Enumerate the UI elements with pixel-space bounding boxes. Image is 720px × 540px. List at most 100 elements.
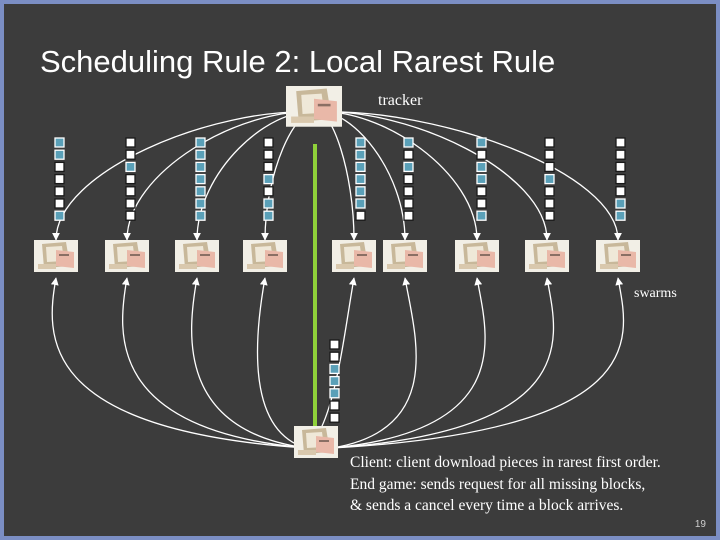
peer-block [125, 198, 136, 209]
peer-block [54, 161, 65, 173]
peer-block [403, 186, 414, 197]
client-block [329, 388, 340, 399]
client-computer-icon [294, 426, 338, 458]
tracker-label: tracker [378, 92, 423, 109]
peer-block [615, 210, 626, 221]
peer-computer-icon [332, 240, 376, 272]
tracker-to-peer-arrow [315, 111, 551, 241]
peer-block [544, 173, 555, 185]
page-number: 19 [694, 519, 706, 530]
client-to-peer-arrow [256, 277, 307, 449]
tracker-to-peer-arrow [315, 111, 358, 241]
peer-block [125, 186, 136, 197]
client-block [329, 363, 340, 375]
peer-block [195, 137, 206, 148]
tracker-to-peer-arrow [52, 111, 317, 241]
client-block [329, 412, 340, 423]
peer-block [355, 173, 366, 185]
peer-block [476, 149, 487, 160]
peer-block [544, 198, 555, 209]
peer-computer-icon [596, 240, 640, 272]
peer-computer-icon [34, 240, 78, 272]
peer-block [544, 186, 555, 197]
peer-block [195, 173, 206, 185]
peer-computer-icon [455, 240, 499, 272]
peer-block [403, 137, 414, 148]
client-block [329, 375, 340, 387]
client-block [329, 351, 340, 362]
peer-block [403, 210, 414, 221]
caption-line: & sends a cancel every time a block arri… [350, 497, 624, 514]
peer-block [195, 149, 206, 160]
peer-block [54, 198, 65, 209]
peer-computer-icon [243, 240, 287, 272]
peer-block [476, 198, 487, 209]
peer-block [54, 149, 65, 160]
client-block [329, 400, 340, 411]
slide: Scheduling Rule 2: Local Rarest Rule tra… [4, 4, 716, 536]
peer-block [476, 173, 487, 185]
peer-block [544, 149, 555, 160]
peer-block [355, 149, 366, 160]
peer-block [615, 137, 626, 148]
peer-block [615, 149, 626, 160]
client-block [329, 339, 340, 350]
peer-block [615, 173, 626, 185]
peer-block [355, 186, 366, 197]
caption: Client: client download pieces in rarest… [350, 452, 661, 517]
peer-block [615, 198, 626, 209]
peer-block [544, 137, 555, 148]
swarms-label: swarms [634, 286, 677, 301]
peer-block [403, 161, 414, 173]
tracker-to-peer-arrow [193, 111, 317, 241]
peer-block [54, 137, 65, 148]
peer-block [403, 173, 414, 185]
peer-block [355, 198, 366, 209]
peer-block [476, 137, 487, 148]
peer-block [403, 149, 414, 160]
peer-block [263, 161, 274, 173]
peer-block [544, 161, 555, 173]
peer-block [263, 210, 274, 221]
slide-title: Scheduling Rule 2: Local Rarest Rule [40, 44, 556, 79]
peer-block [355, 161, 366, 173]
tracker-icon [286, 86, 342, 127]
client-to-peer-arrow [121, 277, 307, 449]
peer-computer-icon [175, 240, 219, 272]
client-to-peer-arrow [191, 277, 307, 449]
peer-block [54, 173, 65, 185]
swarm-diagram [34, 86, 640, 458]
peer-block [263, 149, 274, 160]
peer-block [263, 198, 274, 209]
client-to-peer-arrow [331, 277, 555, 449]
client-to-peer-arrow [331, 277, 417, 449]
caption-line: Client: client download pieces in rarest… [350, 454, 661, 471]
peer-computer-icon [525, 240, 569, 272]
peer-block [476, 186, 487, 197]
tracker-to-peer-arrow [315, 111, 481, 241]
peer-block [476, 161, 487, 173]
peer-block [125, 210, 136, 221]
client-to-peer-arrow [331, 277, 625, 449]
peer-block [195, 186, 206, 197]
peer-block [544, 210, 555, 221]
highlight-line [313, 144, 317, 434]
peer-block [125, 137, 136, 148]
peer-block [615, 186, 626, 197]
peer-computer-icon [383, 240, 427, 272]
peer-block [263, 186, 274, 197]
peer-block [403, 198, 414, 209]
peer-block [263, 137, 274, 148]
client-to-peer-arrow [50, 277, 307, 449]
peer-block [355, 210, 366, 221]
caption-line: End game: sends request for all missing … [350, 475, 646, 493]
tracker-to-peer-arrow [315, 111, 622, 241]
peer-block [54, 186, 65, 197]
peer-block [476, 210, 487, 221]
peer-block [355, 137, 366, 148]
peer-block [195, 198, 206, 209]
peer-computer-icon [105, 240, 149, 272]
peer-block [195, 210, 206, 221]
peer-block [125, 149, 136, 160]
tracker-to-peer-arrow [123, 111, 317, 241]
